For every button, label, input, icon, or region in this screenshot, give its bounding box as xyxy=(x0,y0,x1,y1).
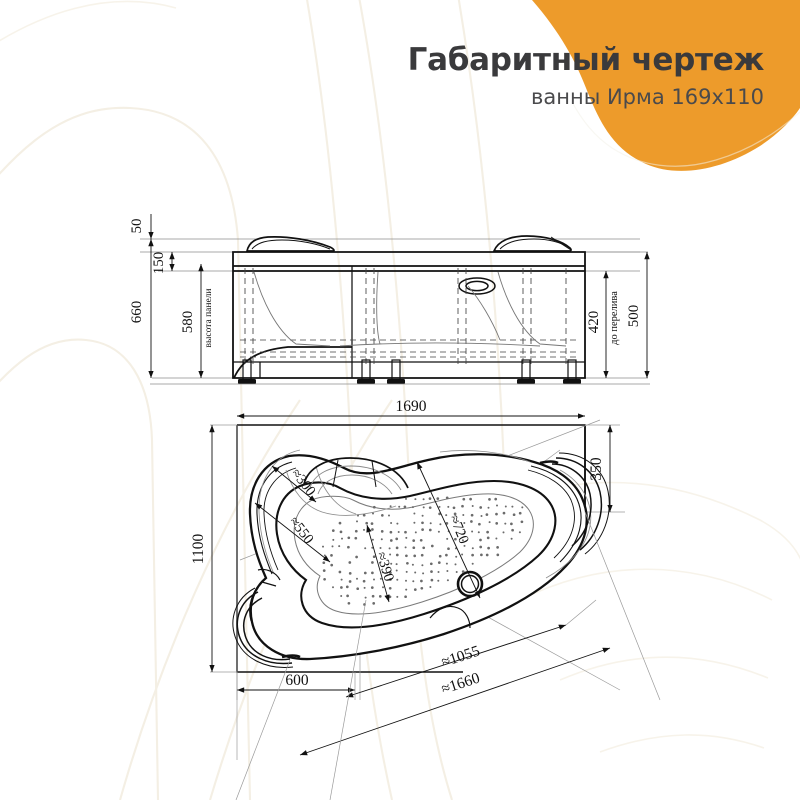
dim-label-720: ≈720 xyxy=(446,513,472,547)
header: Габаритный чертеж ванны Ирма 169х110 xyxy=(344,42,765,109)
dim-label-660: 660 xyxy=(129,301,145,324)
page-title: Габаритный чертеж xyxy=(407,42,765,78)
dim-label-600: 600 xyxy=(285,672,309,689)
dim-label-500: 500 xyxy=(626,305,642,328)
dim-label-350: 350 xyxy=(588,457,605,481)
dim-label-390: ≈390 xyxy=(373,550,397,583)
dim-label-150: 150 xyxy=(151,252,167,275)
dim-label-1100: 1100 xyxy=(190,534,207,565)
dim-label-50: 50 xyxy=(129,219,145,234)
dim-label-to-overflow: до перелива xyxy=(609,291,620,345)
dim-label-1055: ≈1055 xyxy=(439,642,482,670)
dim-label-300: ≈300 xyxy=(288,466,319,499)
dim-label-panel-height: высота панели xyxy=(204,289,214,348)
dim-label-420: 420 xyxy=(586,311,602,334)
dim-label-1660: ≈1660 xyxy=(439,669,482,697)
dim-label-580: 580 xyxy=(180,311,196,334)
dim-label-550: ≈550 xyxy=(286,514,317,547)
page-subtitle: ванны Ирма 169х110 xyxy=(531,84,764,109)
dim-label-1690: 1690 xyxy=(396,398,427,415)
